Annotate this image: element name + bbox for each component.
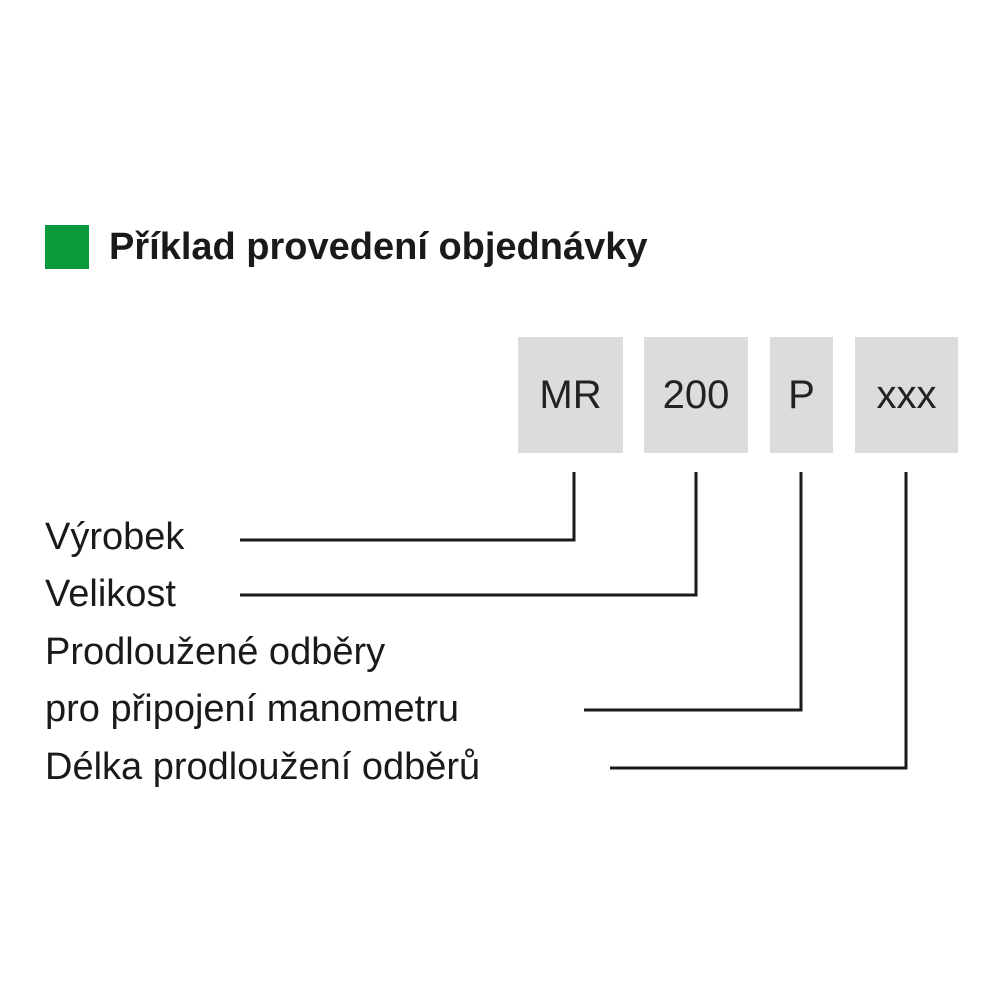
label-extended-taps-line2: pro připojení manometru [45,688,459,730]
green-square-icon [45,225,89,269]
heading-title: Příklad provedení objednávky [109,226,648,268]
leader-line-product [240,472,576,542]
leader-line-extension-length [610,472,908,770]
leader-line-gauge-taps [584,472,803,712]
section-heading: Příklad provedení objednávky [45,225,648,269]
code-segment-size: 200 [644,337,748,453]
label-product: Výrobek [45,516,185,558]
leader-line-size [240,472,698,597]
code-segment-product: MR [518,337,623,453]
label-size: Velikost [45,573,176,615]
code-segment-gauge-taps: P [770,337,833,453]
label-extended-taps-line1: Prodloužené odběry [45,631,386,673]
label-extension-length: Délka prodloužení odběrů [45,746,481,788]
code-segment-extension-length: xxx [855,337,958,453]
